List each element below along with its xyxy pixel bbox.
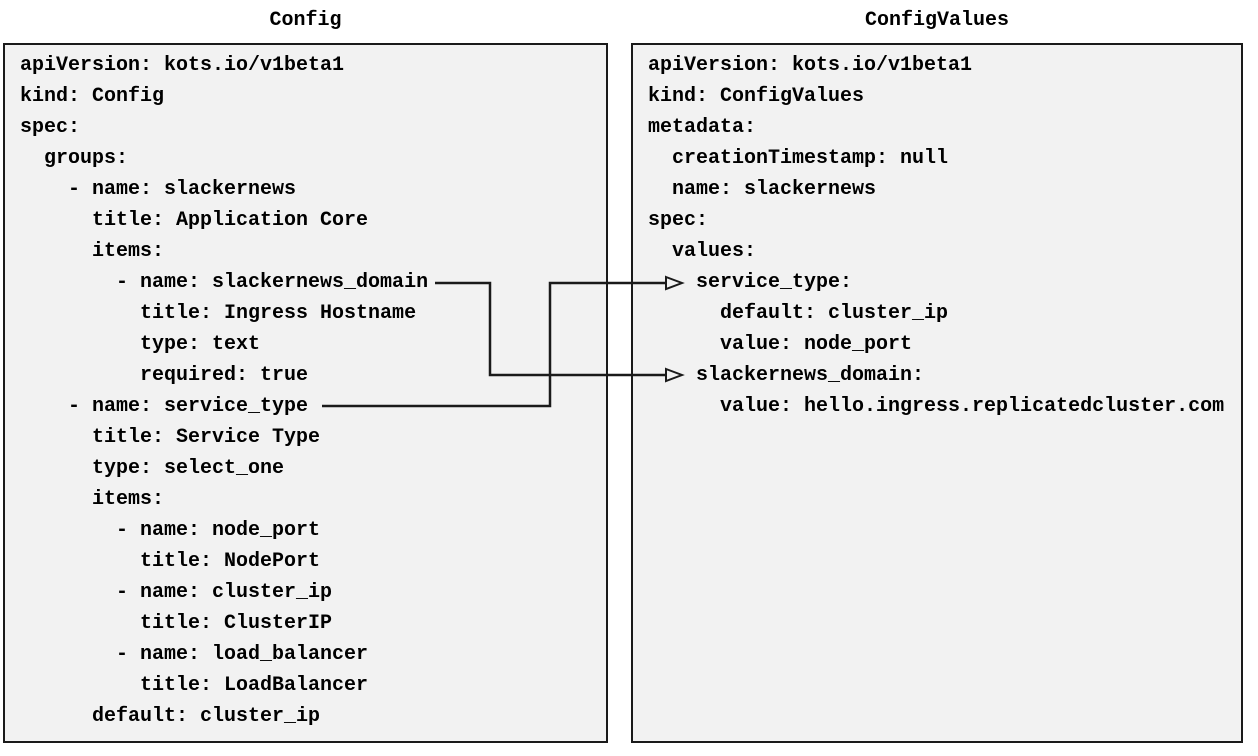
- code-line: value: node_port: [648, 333, 913, 356]
- code-line: name: slackernews: [648, 178, 877, 201]
- code-line: - name: node_port: [20, 519, 321, 542]
- code-line: - name: slackernews_domain: [20, 271, 429, 294]
- code-line: title: LoadBalancer: [20, 674, 369, 697]
- code-line: creationTimestamp: null: [648, 147, 949, 170]
- code-line: - name: slackernews: [20, 178, 297, 201]
- config-panel-title: Config: [269, 9, 342, 32]
- code-line: spec:: [648, 209, 709, 232]
- configvalues-yaml-panel: apiVersion: kots.io/v1beta1 kind: ConfigV…: [631, 43, 1243, 743]
- code-line: apiVersion: kots.io/v1beta1: [20, 54, 345, 77]
- code-line: title: Ingress Hostname: [20, 302, 417, 325]
- code-line: slackernews_domain:: [648, 364, 925, 387]
- code-line: values:: [648, 240, 757, 263]
- code-line: type: select_one: [20, 457, 285, 480]
- code-line: - name: load_balancer: [20, 643, 369, 666]
- code-line: items:: [20, 488, 165, 511]
- code-line: title: ClusterIP: [20, 612, 333, 635]
- code-line: default: cluster_ip: [20, 705, 321, 728]
- code-line: title: Application Core: [20, 209, 369, 232]
- code-line: - name: cluster_ip: [20, 581, 333, 604]
- code-line: kind: Config: [20, 85, 165, 108]
- code-line: items:: [20, 240, 165, 263]
- code-line: value: hello.ingress.replicatedcluster.c…: [648, 395, 1225, 418]
- code-line: spec:: [20, 116, 81, 139]
- code-line: required: true: [20, 364, 309, 387]
- code-line: metadata:: [648, 116, 757, 139]
- code-line: service_type:: [648, 271, 853, 294]
- configvalues-panel-title: ConfigValues: [864, 9, 1010, 32]
- code-line: kind: ConfigValues: [648, 85, 865, 108]
- code-line: - name: service_type: [20, 395, 309, 418]
- config-yaml-panel: apiVersion: kots.io/v1beta1 kind: Config s…: [3, 43, 608, 743]
- code-line: apiVersion: kots.io/v1beta1: [648, 54, 973, 77]
- code-line: groups:: [20, 147, 129, 170]
- code-line: title: NodePort: [20, 550, 321, 573]
- code-line: title: Service Type: [20, 426, 321, 449]
- code-line: type: text: [20, 333, 261, 356]
- code-line: default: cluster_ip: [648, 302, 949, 325]
